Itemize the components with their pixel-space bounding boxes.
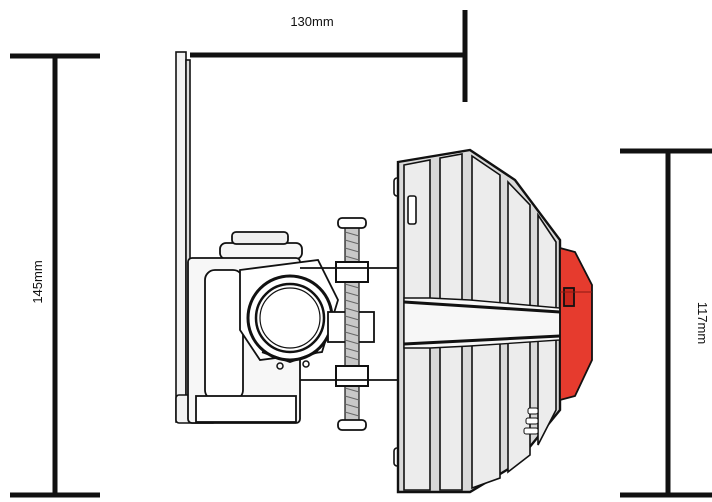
height-label-145: 145mm — [30, 260, 45, 303]
height-dimension-117: 117mm — [620, 148, 712, 498]
width-dimension-130: 130mm — [190, 10, 468, 102]
connecting-arm — [300, 267, 400, 381]
threaded-rod — [335, 217, 369, 431]
height-label-117: 117mm — [695, 302, 710, 344]
width-label-130: 130mm — [290, 14, 333, 29]
red-lens — [559, 246, 593, 402]
light-body — [393, 148, 562, 494]
height-dimension-145: 145mm — [10, 53, 100, 498]
